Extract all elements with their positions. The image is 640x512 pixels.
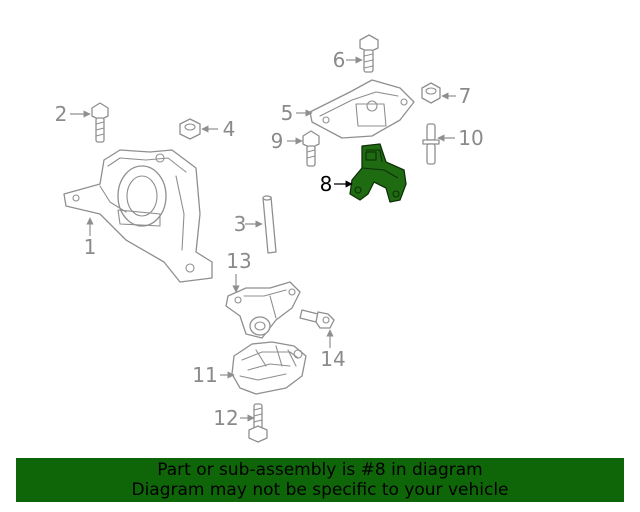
part-1-mount-bracket[interactable]	[63, 149, 213, 283]
part-9-bolt[interactable]	[302, 130, 320, 167]
part-5-upper-bracket[interactable]	[309, 79, 415, 139]
label-10: 10	[458, 126, 483, 150]
part-2-bolt[interactable]	[91, 102, 109, 143]
part-10-stud[interactable]	[422, 123, 440, 165]
part-7-nut[interactable]	[421, 82, 441, 104]
part-12-bolt[interactable]	[248, 403, 268, 443]
label-8: 8	[320, 172, 333, 196]
banner-line-2: Diagram may not be specific to your vehi…	[131, 480, 509, 500]
label-9: 9	[271, 129, 284, 153]
label-1: 1	[84, 235, 97, 259]
label-7: 7	[459, 84, 472, 108]
info-banner: Part or sub-assembly is #8 in diagram Di…	[16, 458, 624, 502]
part-6-bolt[interactable]	[359, 34, 379, 73]
label-11: 11	[192, 363, 217, 387]
label-6: 6	[333, 48, 346, 72]
part-3-pin[interactable]	[262, 195, 277, 254]
label-5: 5	[281, 101, 294, 125]
part-11-lower-mount[interactable]	[231, 341, 307, 395]
part-4-nut[interactable]	[179, 118, 201, 140]
label-2: 2	[55, 102, 68, 126]
label-14: 14	[320, 347, 345, 371]
label-3: 3	[234, 212, 247, 236]
label-13: 13	[226, 249, 251, 273]
label-12: 12	[213, 406, 238, 430]
label-4: 4	[223, 117, 236, 141]
banner-line-1: Part or sub-assembly is #8 in diagram	[157, 460, 483, 480]
part-13-mount-arm[interactable]	[225, 281, 301, 339]
callout-labels: 1 2 3 4 5 6 7 8 9 10 11 12 13 14	[55, 48, 484, 430]
part-8-bracket-highlighted[interactable]	[349, 143, 407, 203]
leader-lines	[70, 56, 456, 422]
part-14-bolt[interactable]	[299, 309, 335, 329]
